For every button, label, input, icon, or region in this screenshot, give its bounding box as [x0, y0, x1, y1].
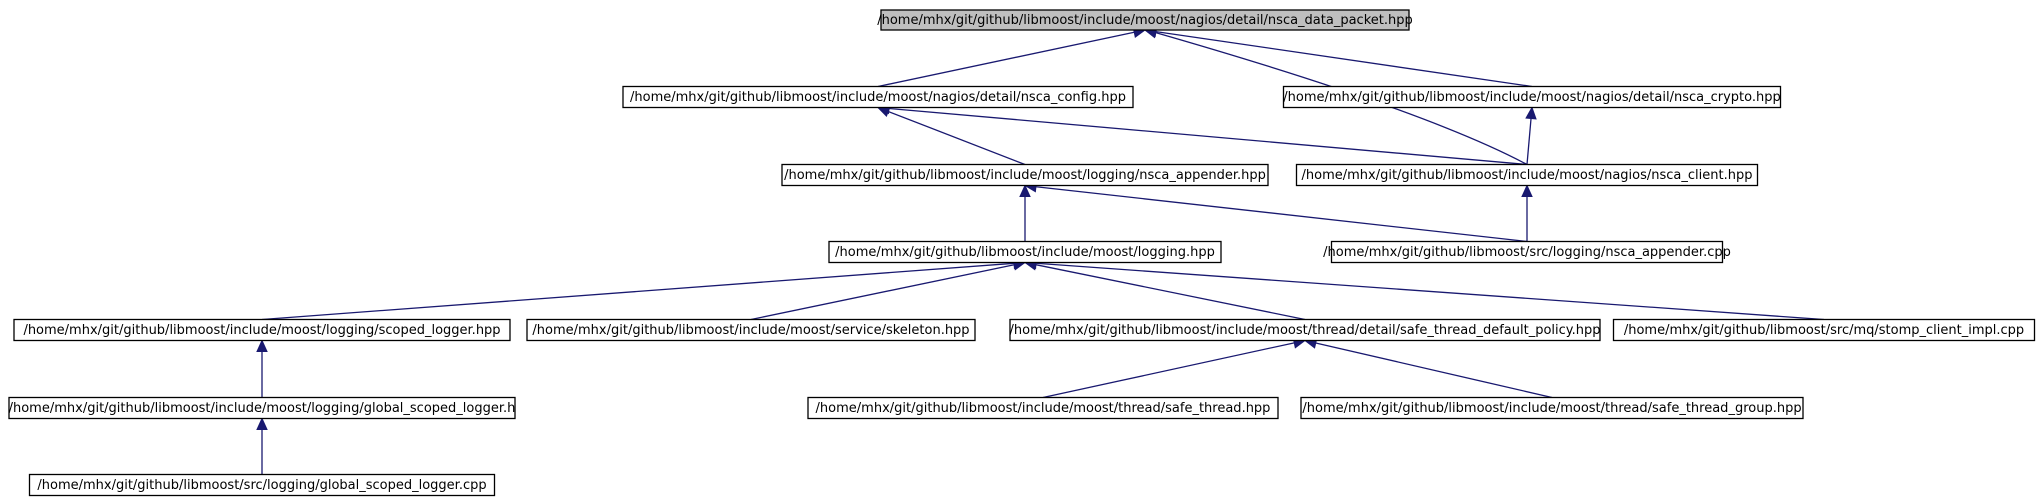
node-box[interactable] [807, 396, 1279, 420]
edge-n12-to-n9 [1042, 337, 1307, 399]
node-label: /home/mhx/git/github/libmoost/src/loggin… [37, 478, 486, 493]
node-label: /home/mhx/git/github/libmoost/src/loggin… [1323, 245, 1731, 260]
node-n2[interactable]: /home/mhx/git/github/libmoost/include/mo… [1282, 85, 1782, 109]
node-box[interactable] [1009, 318, 1601, 342]
edge-line [888, 110, 1026, 166]
node-box[interactable] [828, 240, 1222, 264]
node-label: /home/mhx/git/github/libmoost/include/mo… [23, 323, 500, 338]
edge-line [1155, 30, 1533, 88]
node-n7[interactable]: /home/mhx/git/github/libmoost/include/mo… [13, 318, 511, 342]
node-label: /home/mhx/git/github/libmoost/include/mo… [1283, 90, 1780, 105]
node-label: /home/mhx/git/github/libmoost/include/mo… [816, 401, 1271, 416]
edge-n4-to-n1 [876, 102, 1528, 166]
node-label: /home/mhx/git/github/libmoost/include/mo… [1302, 401, 1801, 416]
edge-n5-to-n3 [1019, 184, 1031, 242]
node-box[interactable] [1330, 240, 1724, 264]
edge-n3-to-n1 [876, 106, 1026, 166]
nodes-layer: /home/mhx/git/github/libmoost/include/mo… [8, 9, 2036, 497]
node-box[interactable] [1612, 318, 2036, 342]
edge-n2-to-n0 [1143, 25, 1533, 88]
node-n6[interactable]: /home/mhx/git/github/libmoost/src/loggin… [1323, 240, 1731, 264]
edge-line [750, 264, 1015, 321]
edge-arrowhead [1521, 184, 1533, 197]
node-label: /home/mhx/git/github/libmoost/include/mo… [532, 323, 969, 338]
edge-n13-to-n9 [1303, 337, 1553, 399]
edge-n9-to-n5 [1023, 259, 1306, 321]
edge-line [1035, 264, 1306, 321]
node-box[interactable] [1282, 85, 1782, 109]
edge-n4-to-n2 [1525, 106, 1537, 165]
node-label: /home/mhx/git/github/libmoost/include/mo… [9, 401, 516, 416]
edge-line [1042, 342, 1295, 399]
edge-arrowhead [1019, 184, 1031, 197]
edge-arrowhead [256, 417, 268, 430]
node-n4[interactable]: /home/mhx/git/github/libmoost/include/mo… [1295, 163, 1759, 187]
edge-n8-to-n5 [750, 259, 1027, 321]
edge-n10-to-n5 [1023, 257, 1825, 321]
node-box[interactable] [8, 396, 516, 420]
edge-line [1526, 118, 1532, 165]
node-box[interactable] [526, 318, 976, 342]
node-n8[interactable]: /home/mhx/git/github/libmoost/include/mo… [526, 318, 976, 342]
node-label: /home/mhx/git/github/libmoost/include/mo… [877, 13, 1413, 28]
node-box[interactable] [1300, 396, 1804, 420]
edge-line [1035, 262, 1825, 321]
node-n3[interactable]: /home/mhx/git/github/libmoost/include/mo… [781, 163, 1269, 187]
edge-n7-to-n5 [261, 257, 1027, 321]
node-n0[interactable]: /home/mhx/git/github/libmoost/include/mo… [877, 9, 1413, 31]
node-box[interactable] [13, 318, 511, 342]
edge-line [261, 262, 1015, 321]
edge-arrowhead [256, 339, 268, 352]
node-n13[interactable]: /home/mhx/git/github/libmoost/include/mo… [1300, 396, 1804, 420]
node-label: /home/mhx/git/github/libmoost/src/mq/sto… [1624, 323, 2024, 338]
node-n5[interactable]: /home/mhx/git/github/libmoost/include/mo… [828, 240, 1222, 264]
edge-n6-to-n4 [1521, 184, 1533, 242]
node-n11[interactable]: /home/mhx/git/github/libmoost/include/mo… [8, 396, 516, 420]
node-box[interactable] [781, 163, 1269, 187]
edge-line [1035, 186, 1528, 243]
root-node-box[interactable] [880, 9, 1410, 31]
edge-line [1315, 342, 1553, 399]
edge-arrowhead [1525, 106, 1537, 120]
node-n1[interactable]: /home/mhx/git/github/libmoost/include/mo… [622, 85, 1134, 109]
node-n10[interactable]: /home/mhx/git/github/libmoost/src/mq/sto… [1612, 318, 2036, 342]
edges-layer [256, 25, 1825, 475]
edge-n14-to-n11 [256, 417, 268, 475]
edge-n1-to-n0 [877, 26, 1147, 88]
edge-n11-to-n7 [256, 339, 268, 398]
edge-line [877, 31, 1135, 88]
node-label: /home/mhx/git/github/libmoost/include/mo… [1010, 323, 1601, 338]
node-n12[interactable]: /home/mhx/git/github/libmoost/include/mo… [807, 396, 1279, 420]
edge-n6-to-n3 [1023, 181, 1528, 243]
node-label: /home/mhx/git/github/libmoost/include/mo… [630, 90, 1126, 105]
node-box[interactable] [1295, 163, 1759, 187]
node-n9[interactable]: /home/mhx/git/github/libmoost/include/mo… [1009, 318, 1601, 342]
node-label: /home/mhx/git/github/libmoost/include/mo… [1302, 168, 1753, 183]
node-label: /home/mhx/git/github/libmoost/include/mo… [784, 168, 1266, 183]
edge-line [888, 107, 1528, 166]
node-label: /home/mhx/git/github/libmoost/include/mo… [835, 245, 1215, 260]
node-box[interactable] [28, 473, 496, 497]
node-n14[interactable]: /home/mhx/git/github/libmoost/src/loggin… [28, 473, 496, 497]
node-box[interactable] [622, 85, 1134, 109]
